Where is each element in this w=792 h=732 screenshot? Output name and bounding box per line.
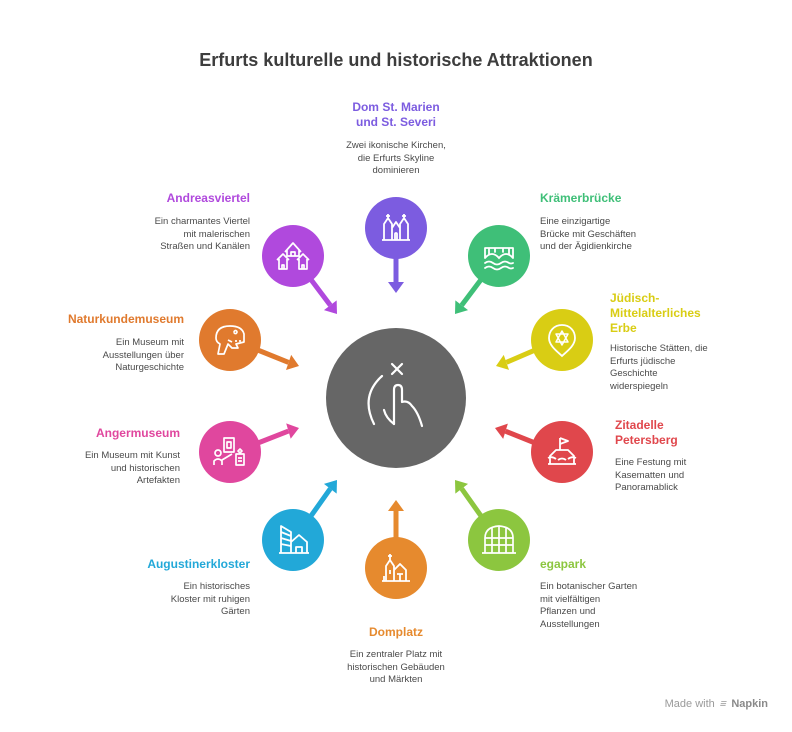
bridge-icon <box>484 247 514 271</box>
arrow-head <box>286 423 299 439</box>
node-natur <box>199 309 299 371</box>
church-square-icon <box>382 554 410 582</box>
desc-ega: Ein botanischer Garten mit vielfältigen … <box>540 581 638 630</box>
label-augustiner: Augustinerkloster <box>147 557 250 571</box>
dinosaur-icon <box>215 325 245 355</box>
node-andreas <box>262 225 337 314</box>
desc-natur: Ein Museum mit Ausstellungen über Naturg… <box>102 337 184 373</box>
label-zitadelle: Zitadelle Petersberg <box>615 418 678 447</box>
footer-brand: Napkin <box>731 698 768 710</box>
node-anger <box>199 421 299 483</box>
desc-dom: Zwei ikonische Kirchen, die Erfurts Skyl… <box>346 140 446 176</box>
node-ega <box>455 480 530 571</box>
arrow-head <box>495 423 508 439</box>
arrow-head <box>286 354 299 371</box>
monastery-icon <box>279 525 309 554</box>
arrow-head <box>455 300 469 314</box>
node-kraemer <box>455 225 530 314</box>
node-domplatz <box>365 500 427 599</box>
desc-domplatz: Ein zentraler Platz mit historischen Geb… <box>347 649 445 685</box>
label-dom: Dom St. Marien und St. Severi <box>352 100 440 129</box>
desc-zitadelle: Eine Festung mit Kasematten und Panorama… <box>615 457 687 493</box>
node-dom <box>365 197 427 293</box>
footer: Made with ≡ Napkin <box>665 698 768 710</box>
label-andreas: Andreasviertel <box>166 191 250 205</box>
desc-andreas: Ein charmantes Viertel mit malerischen S… <box>154 216 250 252</box>
label-ega: egapark <box>540 557 587 571</box>
arrow-head <box>455 480 469 494</box>
greenhouse-icon <box>482 525 516 554</box>
node-circle <box>531 309 593 371</box>
cathedral-icon <box>382 214 410 241</box>
desc-augustiner: Ein historisches Kloster mit ruhigen Gär… <box>170 581 250 617</box>
desc-kraemer: Eine einzigartige Brücke mit Geschäften … <box>540 216 637 252</box>
desc-juedisch: Historische Stätten, die Erfurts jüdisch… <box>610 343 708 392</box>
arrow-head <box>388 500 404 511</box>
page-title: Erfurts kulturelle und historische Attra… <box>199 50 593 70</box>
label-domplatz: Domplatz <box>369 625 423 639</box>
arrow-head <box>496 354 510 370</box>
star-of-david-icon <box>548 324 576 358</box>
node-juedisch <box>496 309 593 371</box>
label-kraemer: Krämerbrücke <box>540 191 622 205</box>
label-juedisch: Jüdisch- Mittelalterliches Erbe <box>610 291 701 335</box>
center-node <box>326 328 466 468</box>
node-circle <box>531 421 593 483</box>
label-anger: Angermuseum <box>95 426 180 440</box>
arrow-head <box>323 300 337 314</box>
label-natur: Naturkundemuseum <box>67 312 184 326</box>
node-augustiner <box>262 480 337 571</box>
node-zitadelle <box>495 421 593 483</box>
footer-text: Made with <box>664 698 715 710</box>
napkin-logo-icon: ≡ <box>718 698 728 710</box>
art-museum-icon <box>213 437 245 466</box>
node-circle <box>365 197 427 259</box>
node-circle <box>199 309 261 371</box>
tap-gesture-icon <box>367 362 424 428</box>
desc-anger: Ein Museum mit Kunst und historischen Ar… <box>84 450 180 486</box>
arrow-head <box>388 282 404 293</box>
fortress-icon <box>547 437 577 465</box>
node-circle <box>468 225 530 287</box>
houses-icon <box>276 242 310 270</box>
arrow-head <box>323 480 337 494</box>
